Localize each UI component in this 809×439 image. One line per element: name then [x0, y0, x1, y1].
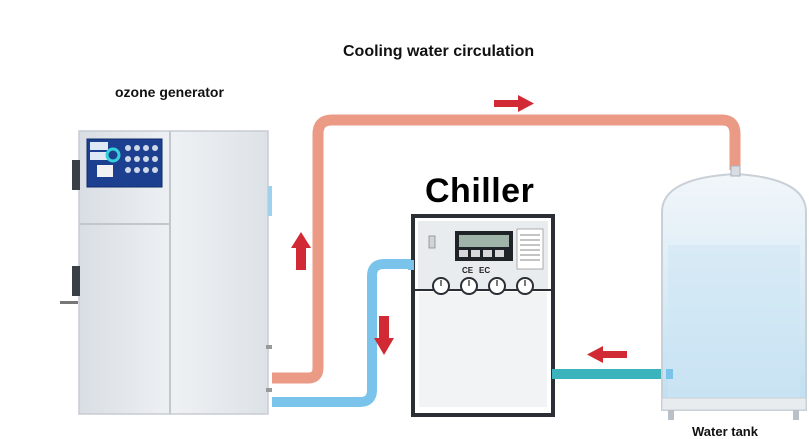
chiller-unit: CE EC [408, 214, 557, 417]
ozone-generator-label: ozone generator [115, 84, 224, 100]
ec-badge: EC [479, 266, 490, 275]
cold-water-pipe [272, 259, 414, 407]
water-tank [661, 165, 807, 420]
ozone-control-panel [86, 138, 163, 188]
diagram-title: Cooling water circulation [343, 43, 535, 60]
flow-arrow-right [494, 95, 534, 112]
chiller-gauges [432, 277, 534, 295]
flow-arrow-up [291, 232, 311, 270]
ozone-generator [60, 130, 272, 415]
flow-arrow-left [587, 346, 627, 363]
water-tank-label: Water tank [692, 424, 758, 439]
hot-water-pipe [272, 114, 741, 384]
chiller-label: Chiller [425, 172, 535, 210]
flow-arrow-down [374, 316, 394, 355]
ce-badge: CE [462, 266, 474, 275]
